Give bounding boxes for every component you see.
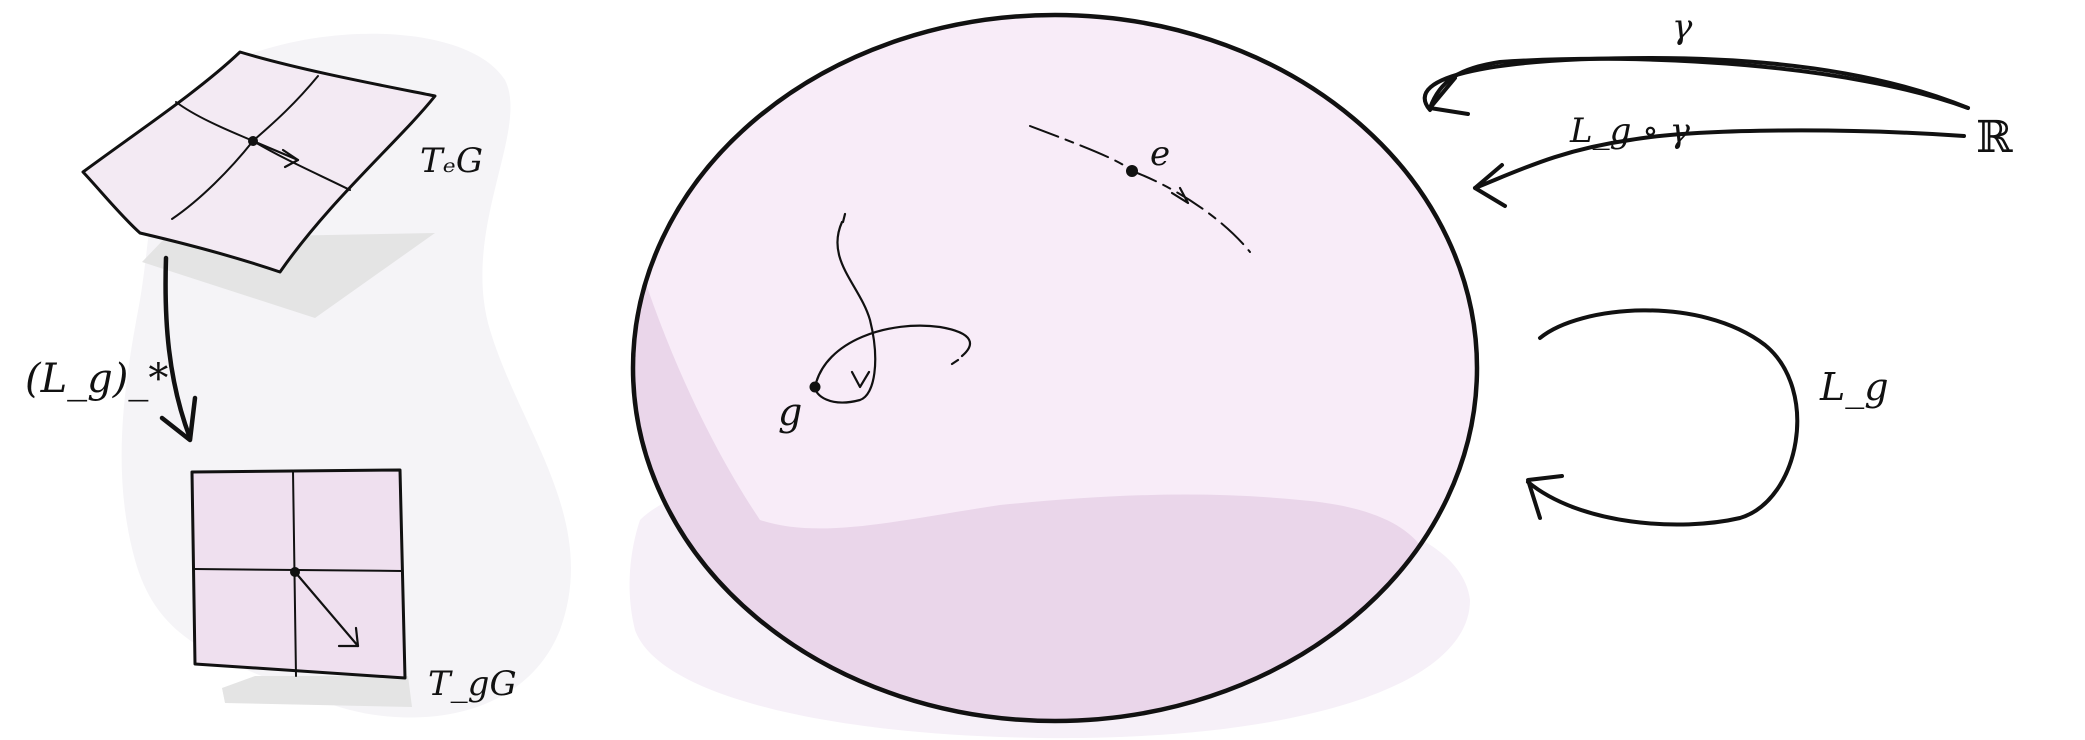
- top-plane-vector: [251, 139, 300, 162]
- point-e-label: e: [1150, 134, 1170, 174]
- point-g-label: g: [778, 390, 802, 434]
- left-translation-loop: [1526, 308, 1800, 527]
- tangent-plane-g: [190, 468, 407, 680]
- gamma-label: γ: [1672, 7, 1693, 47]
- tangent-g-label: T_gG: [428, 664, 517, 704]
- sphere-shading: [633, 120, 1477, 721]
- point-g: [809, 381, 821, 393]
- tangent-identity-label: TₑG: [420, 141, 483, 181]
- lie-group-sphere: e g: [630, 12, 1480, 724]
- composition-label: L_g ∘ γ: [1569, 111, 1691, 151]
- curve-through-g-2: [813, 324, 971, 389]
- gamma-arrow-head: [1428, 76, 1470, 116]
- composition-arrow-head: [1473, 163, 1507, 208]
- composition-arrow: [1473, 128, 1966, 190]
- curve-g-arrow-head: [850, 370, 871, 389]
- top-plane-shadow: [142, 233, 435, 318]
- left-translation-label: L_g: [1819, 365, 1889, 410]
- pushforward-label: (L_g)_*: [25, 356, 168, 402]
- tangent-plane-identity: [81, 50, 437, 274]
- bottom-plane-shadow: [222, 676, 412, 707]
- pushforward-arrow: [163, 255, 193, 441]
- curve-e-arrow-head: [1170, 186, 1190, 205]
- bottom-plane-vector-head: [337, 626, 360, 648]
- identity-point: [1126, 165, 1138, 177]
- left-translation-arrow-head: [1526, 474, 1564, 520]
- pushforward-arrow-head: [159, 395, 198, 443]
- curve-through-g-dash: [841, 212, 960, 366]
- top-plane: [81, 50, 437, 274]
- top-plane-vector-head: [281, 148, 300, 169]
- reals-label: ℝ: [1976, 112, 2013, 163]
- curve-through-g-1: [813, 220, 877, 404]
- sphere-outline: [630, 12, 1480, 724]
- bottom-plane-vector: [293, 570, 360, 648]
